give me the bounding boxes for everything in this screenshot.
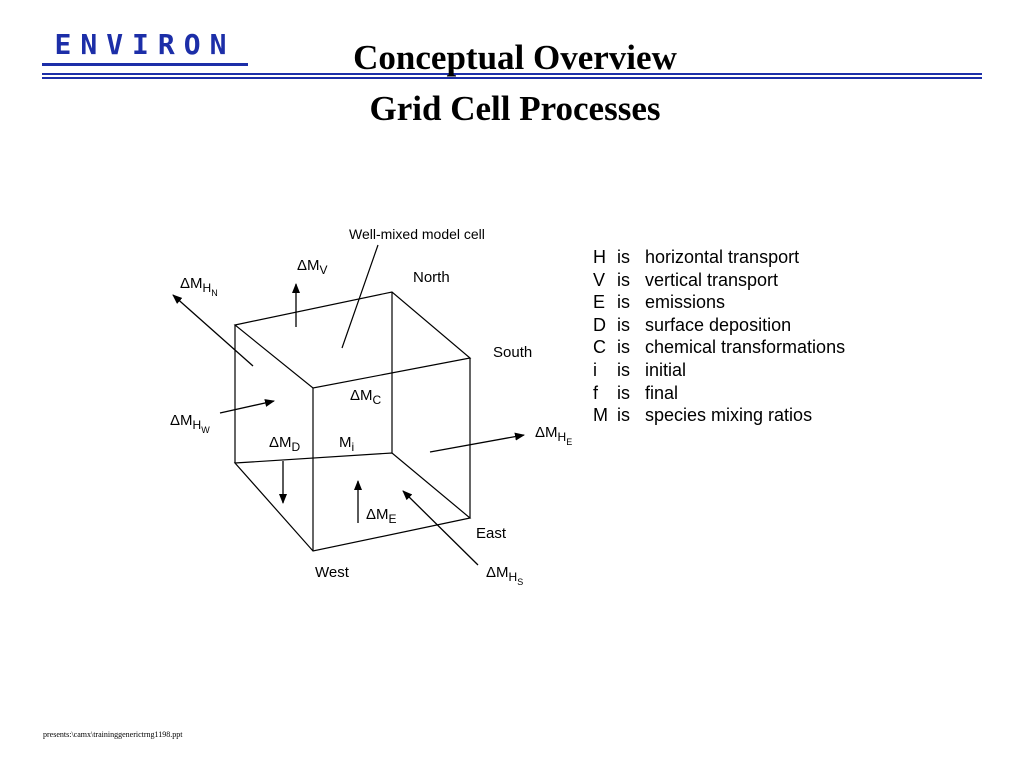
- cell-label: Well-mixed model cell: [349, 226, 485, 242]
- flux-horizontal-east: ΔMHE: [535, 424, 572, 447]
- arrow-west: [219, 399, 275, 414]
- header-rule-top: [42, 73, 982, 75]
- header-rule-bottom: [42, 77, 982, 79]
- direction-west: West: [315, 564, 350, 581]
- direction-south: South: [493, 344, 532, 361]
- direction-north: North: [413, 269, 450, 286]
- flux-emissions: ΔME: [366, 506, 397, 526]
- cube-front-face: [233, 452, 472, 552]
- direction-east: East: [476, 525, 507, 542]
- flux-horizontal-north: ΔMHN: [180, 275, 218, 298]
- logo-text: ENVIRON: [54, 28, 236, 61]
- arrow-north: [172, 294, 254, 367]
- flux-deposition: ΔMD: [269, 434, 301, 454]
- cell-label-leader: [341, 244, 379, 349]
- flux-vertical: ΔMV: [297, 257, 328, 277]
- initial-mixing-ratio: Mi: [339, 434, 354, 454]
- footer-file-path: presents:\camx\traininggenerictrng1198.p…: [43, 730, 183, 739]
- cube-back-face: [233, 291, 472, 389]
- environ-logo: ENVIRON: [42, 27, 248, 66]
- page-title: Conceptual Overview: [353, 38, 677, 77]
- arrow-south: [402, 490, 479, 566]
- grid-cell-cube: [233, 291, 472, 552]
- flux-chemistry: ΔMC: [350, 387, 382, 407]
- flux-horizontal-south: ΔMHS: [486, 564, 523, 587]
- flux-horizontal-west: ΔMHW: [170, 412, 210, 435]
- page-subtitle: Grid Cell Processes: [369, 89, 661, 128]
- arrow-east: [429, 432, 525, 453]
